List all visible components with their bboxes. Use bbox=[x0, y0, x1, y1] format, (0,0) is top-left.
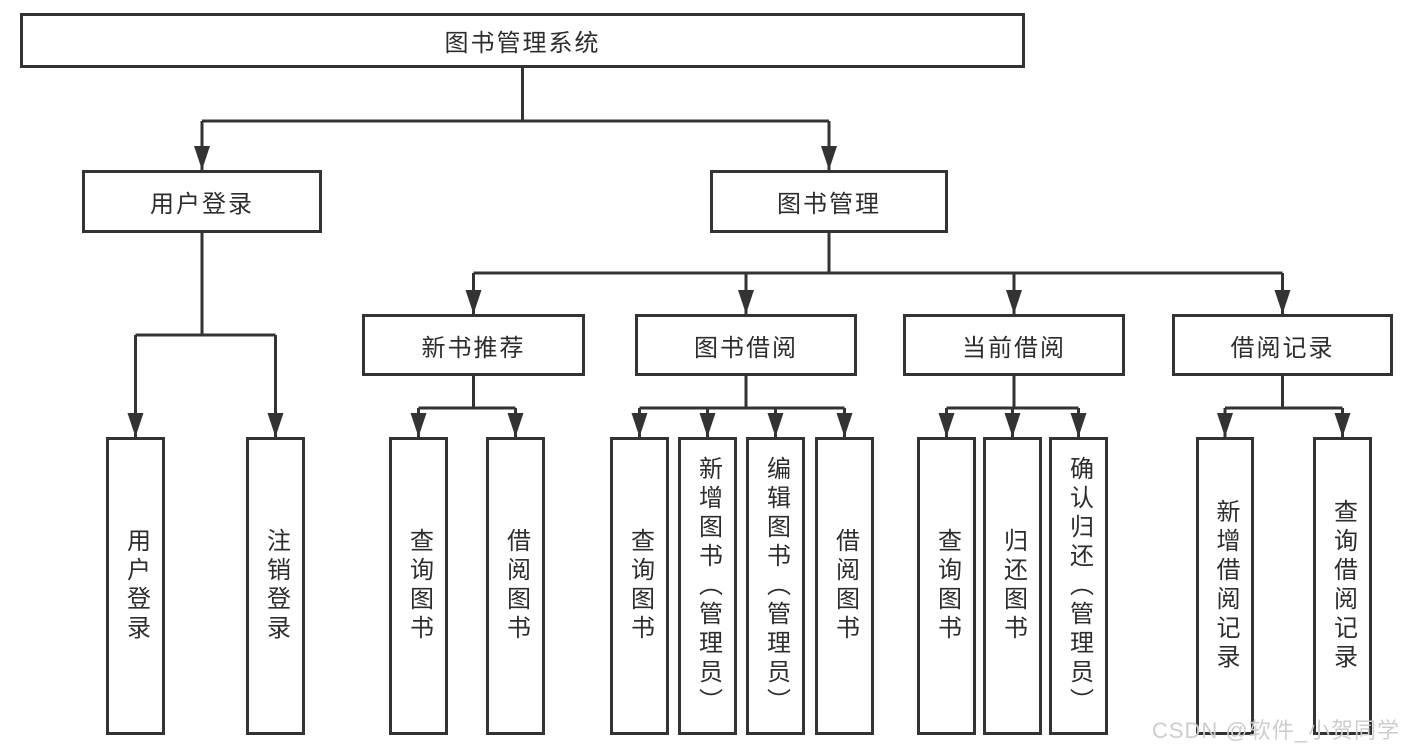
node-leaf-logout: 注销登录 bbox=[246, 437, 305, 735]
node-user-login: 用户登录 bbox=[82, 170, 322, 233]
node-borrow-borrow-book: 借阅图书 bbox=[815, 437, 874, 735]
node-borrow-edit-book-admin: 编辑图书（管理员） bbox=[746, 437, 805, 735]
node-root: 图书管理系统 bbox=[20, 13, 1025, 68]
csdn-watermark: CSDN @软件_小贺同学 bbox=[1151, 718, 1400, 743]
node-current-confirm-return-admin: 确认归还（管理员） bbox=[1049, 437, 1108, 735]
node-records-query-record: 查询借阅记录 bbox=[1313, 437, 1372, 735]
node-borrow-query-book: 查询图书 bbox=[610, 437, 669, 735]
node-borrow-add-book-admin: 新增图书（管理员） bbox=[678, 437, 737, 735]
node-borrow-records: 借阅记录 bbox=[1172, 314, 1393, 376]
node-rec-borrow-book: 借阅图书 bbox=[486, 437, 545, 735]
node-current-return-book: 归还图书 bbox=[983, 437, 1042, 735]
node-book-borrow: 图书借阅 bbox=[635, 314, 857, 376]
node-book-management: 图书管理 bbox=[710, 170, 948, 233]
node-current-borrow: 当前借阅 bbox=[903, 314, 1125, 376]
node-records-add-record: 新增借阅记录 bbox=[1196, 437, 1254, 735]
node-rec-query-book: 查询图书 bbox=[389, 437, 448, 735]
node-new-book-recommend: 新书推荐 bbox=[362, 314, 585, 376]
node-leaf-user-login: 用户登录 bbox=[106, 437, 165, 735]
node-current-query-book: 查询图书 bbox=[917, 437, 976, 735]
